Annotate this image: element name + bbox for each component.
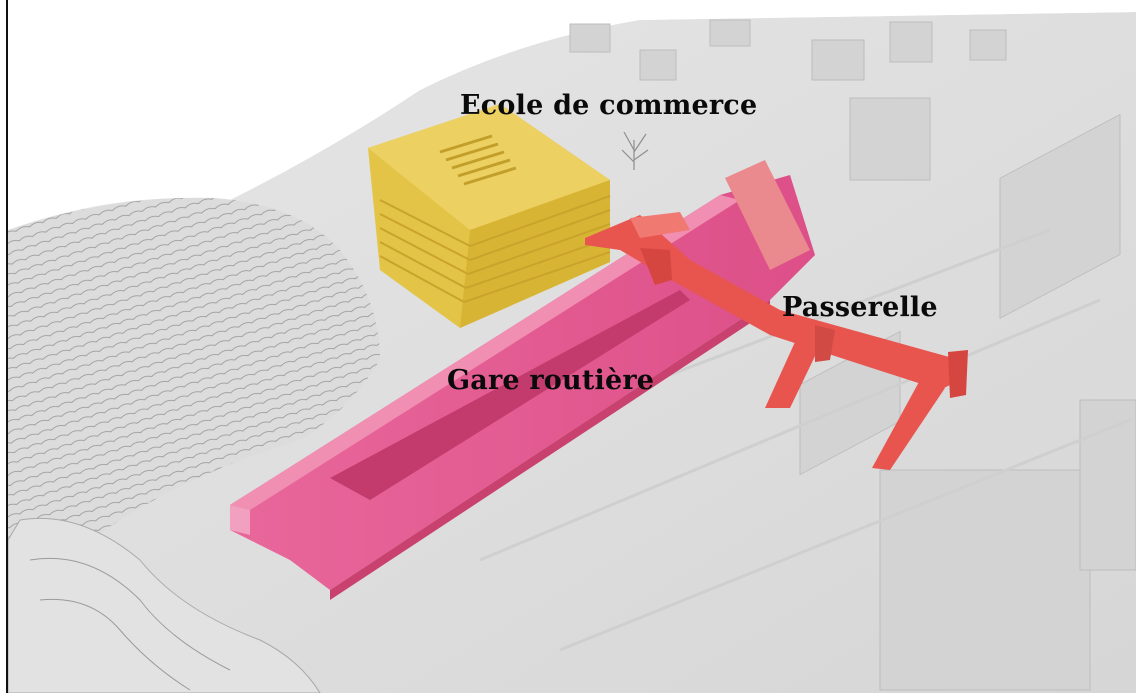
tree (621, 131, 649, 170)
background-buildings (569, 19, 1136, 691)
school-building-volume (368, 104, 611, 328)
contour-hill (7, 197, 380, 693)
footbridge-volume (585, 212, 968, 470)
bus-station-label: Gare routière (447, 365, 655, 396)
footbridge-label: Passerelle (782, 292, 938, 323)
left-border-line (6, 0, 8, 693)
school-label: Ecole de commerce (460, 90, 758, 121)
